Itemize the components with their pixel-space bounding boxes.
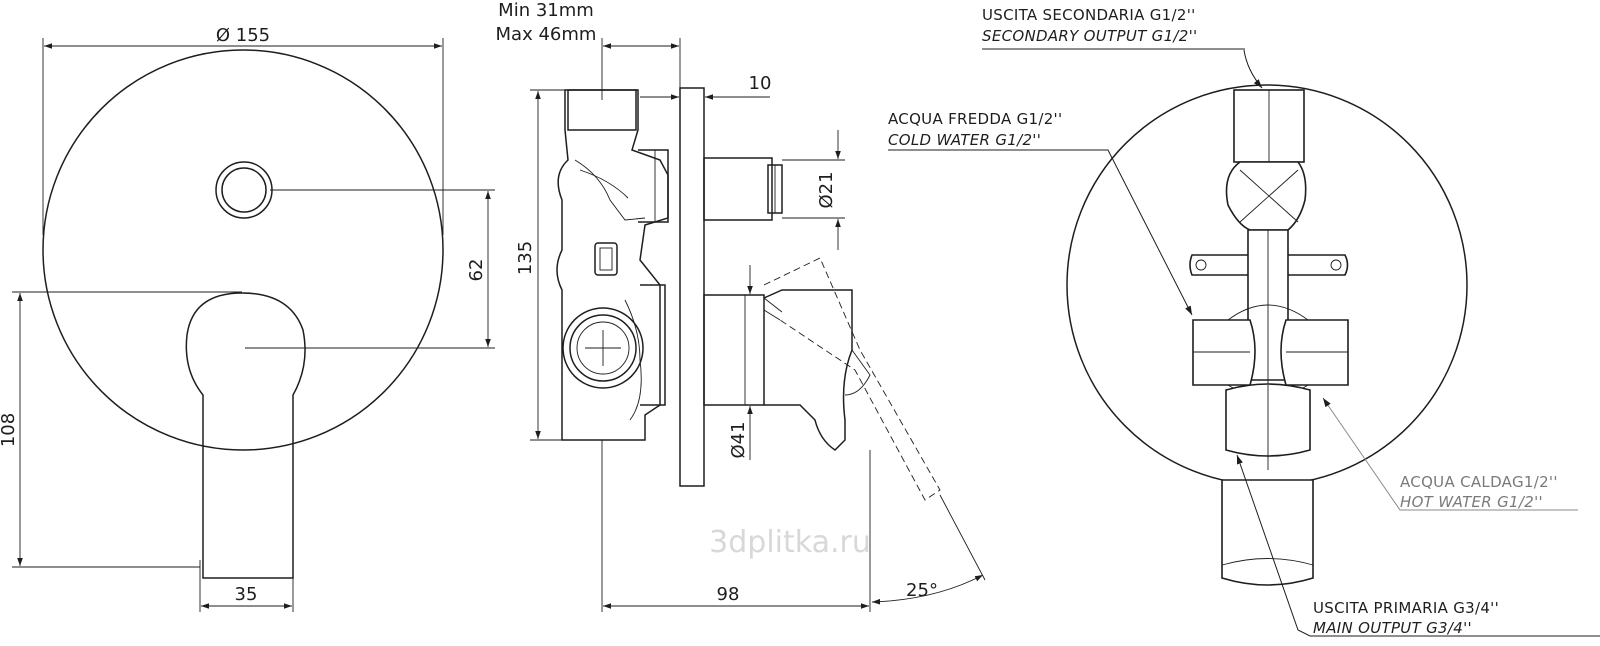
upper-nut (638, 149, 669, 223)
dim-135-label: 135 (515, 241, 536, 275)
dim-35-label: 35 (235, 584, 258, 605)
cover-plate (42, 49, 444, 451)
label-secondary-en: SECONDARY OUTPUT G1/2'' (982, 27, 1197, 45)
label-cold-it: ACQUA FREDDA G1/2'' (888, 110, 1062, 128)
cover-plate-edge (679, 87, 705, 487)
inlet-ring-outer (562, 307, 644, 389)
leader-secondary (1243, 49, 1263, 89)
inlet-ring-mid (569, 314, 637, 382)
hot-inlet (1280, 319, 1349, 386)
secondary-neck-x (1239, 169, 1299, 223)
lower-nut (640, 284, 666, 406)
secondary-neck (1225, 161, 1307, 231)
dim-25-ext (939, 494, 986, 581)
main-outlet-mouth (1221, 558, 1314, 566)
leader-main (1236, 454, 1311, 637)
label-hot-it: ACQUA CALDAG1/2'' (1400, 473, 1558, 491)
diverter-stem (703, 157, 773, 221)
dim-98-label: 98 (717, 584, 740, 605)
dim-62-label: 62 (466, 259, 487, 282)
lever-arm (763, 289, 853, 451)
leader-hot (1322, 397, 1578, 511)
side-view: Min 31mm Max 46mm 10 Ø21 135 Ø41 98 25° … (496, 0, 986, 612)
leader-cold (888, 149, 1193, 316)
dim-41-label: Ø41 (728, 421, 749, 458)
side-window (594, 242, 618, 276)
dim-min-label: Min 31mm (498, 0, 594, 21)
diverter-knob-outer (215, 161, 273, 219)
labels: USCITA SECONDARIA G1/2'' SECONDARY OUTPU… (888, 6, 1558, 637)
inlet-ring-inner (576, 321, 630, 375)
dim-108-label: 108 (0, 413, 19, 447)
lever-arm-detail (844, 349, 871, 396)
main-outlet-pipe (1221, 479, 1314, 586)
bracket-hole-left (1195, 259, 1207, 271)
lower-contour (624, 299, 642, 421)
label-secondary-it: USCITA SECONDARIA G1/2'' (982, 6, 1196, 24)
lever-base (703, 294, 765, 406)
lever-rotated (763, 257, 941, 501)
lever-handle (185, 292, 306, 579)
dim-21-label: Ø21 (816, 171, 837, 208)
lever-neck (763, 297, 783, 313)
body-contour-1 (574, 159, 646, 221)
dim-10-label: 10 (749, 73, 772, 94)
dim-max-label: Max 46mm (496, 24, 597, 45)
valve-body (556, 89, 669, 441)
label-main-en: MAIN OUTPUT G3/4'' (1313, 619, 1472, 637)
side-window-inner (599, 247, 613, 271)
watermark: 3dplitka.ru (709, 525, 871, 560)
body-contour-2 (579, 169, 629, 199)
front-view: Ø 155 62 108 35 (0, 25, 495, 612)
lever-neck-2 (763, 309, 781, 321)
dim-25-arc (871, 574, 984, 605)
label-hot-en: HOT WATER G1/2'' (1400, 493, 1543, 511)
dim-diameter-label: Ø 155 (216, 25, 270, 46)
bracket-hole-right (1330, 259, 1342, 271)
dim-25-label: 25° (906, 580, 938, 601)
label-cold-en: COLD WATER G1/2'' (888, 131, 1041, 149)
diverter-knob-inner (221, 167, 267, 213)
label-main-it: USCITA PRIMARIA G3/4'' (1313, 599, 1499, 617)
cold-inlet (1192, 319, 1256, 386)
back-view (888, 49, 1600, 637)
